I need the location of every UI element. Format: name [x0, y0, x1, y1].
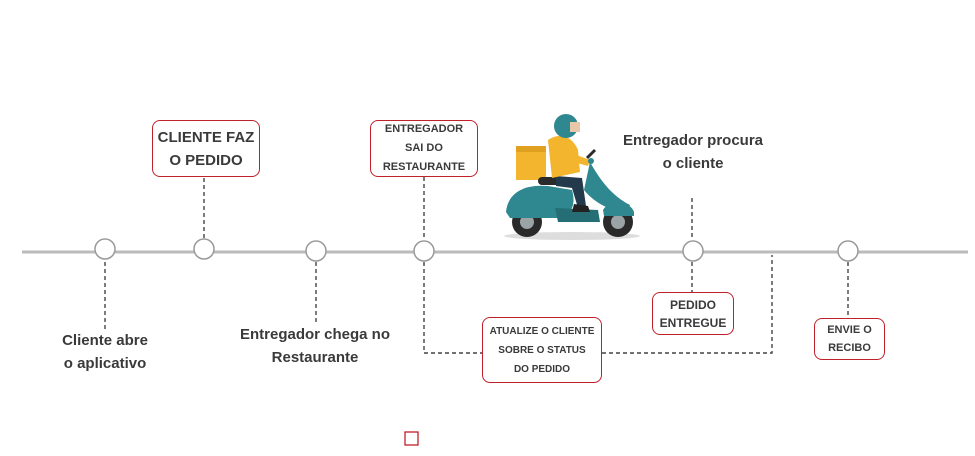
label-entregador-chega: Entregador chega no Restaurante — [239, 326, 391, 366]
label-entregador-procura: Entregador procura o cliente — [622, 132, 764, 172]
box-envie-recibo: ENVIE O RECIBO — [814, 318, 885, 360]
milestone-node — [94, 238, 116, 260]
box-cliente-faz-pedido: CLIENTE FAZ O PEDIDO — [152, 120, 260, 177]
milestone-node — [305, 240, 327, 262]
milestone-node — [837, 240, 859, 262]
milestone-node — [413, 240, 435, 262]
milestone-node — [193, 238, 215, 260]
slide-marker — [404, 431, 419, 446]
label-cliente-abre: Cliente abre o aplicativo — [62, 332, 148, 372]
box-atualize-cliente: ATUALIZE O CLIENTE SOBRE O STATUS DO PED… — [482, 317, 602, 383]
milestone-nodes — [94, 238, 859, 262]
box-entregador-sai: ENTREGADOR SAI DO RESTAURANTE — [370, 120, 478, 177]
box-pedido-entregue: PEDIDO ENTREGUE — [652, 292, 734, 335]
milestone-node — [682, 240, 704, 262]
scooter-delivery-illustration — [504, 114, 640, 240]
connectors — [104, 177, 849, 354]
